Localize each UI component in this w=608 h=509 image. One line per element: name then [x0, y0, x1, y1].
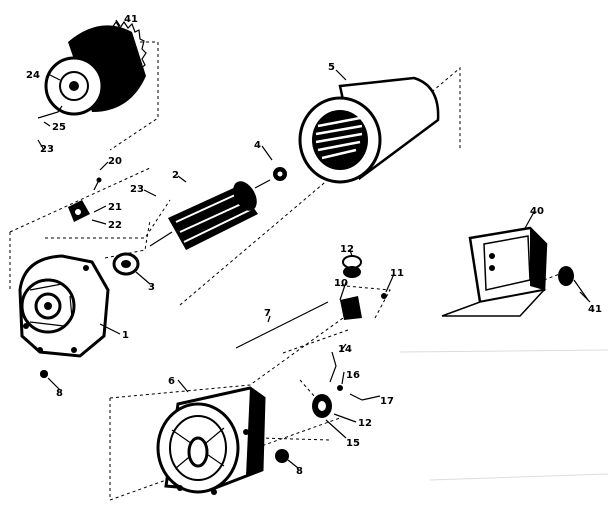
callout-5: 5 [328, 62, 335, 73]
solenoid-box [441, 226, 571, 317]
callout-4: 4 [254, 140, 261, 151]
rear-housing-assembly [37, 20, 147, 119]
callout-12-top: 12 [340, 244, 354, 255]
callout-8-right: 8 [296, 466, 303, 477]
callout-2: 2 [172, 170, 179, 181]
washer [273, 167, 287, 181]
drive-end-housing [156, 386, 266, 495]
callout-12-bottom: 12 [358, 418, 372, 429]
callout-23b: 23 [130, 184, 144, 195]
callout-10: 10 [334, 278, 348, 289]
callout-6: 6 [168, 376, 175, 387]
callout-21: 21 [108, 202, 122, 213]
callout-14: 14 [338, 344, 352, 355]
pinion-clutch [312, 351, 363, 418]
callout-25: 25 [52, 122, 66, 133]
callout-1: 1 [122, 330, 129, 341]
callout-3: 3 [148, 282, 155, 293]
callout-8-left: 8 [56, 388, 63, 399]
shift-lever-shaft [235, 301, 329, 349]
callout-17: 17 [380, 396, 394, 407]
solenoid-parts [340, 255, 387, 320]
callout-22: 22 [108, 220, 122, 231]
brush-bracket [68, 177, 102, 222]
leader-lines [37, 19, 591, 469]
callout-11: 11 [390, 268, 404, 279]
armature [149, 179, 271, 250]
callout-16: 16 [346, 370, 360, 381]
front-end-bell [18, 254, 110, 378]
callout-26: 41 [124, 14, 138, 25]
page-fold [399, 349, 608, 481]
callout-labels: 41 24 25 23 20 21 22 23 2 4 5 1 3 7 8 6 … [26, 14, 602, 477]
callout-23: 23 [40, 144, 54, 155]
bearing [112, 252, 140, 276]
callout-24: 24 [26, 70, 40, 81]
callout-41: 41 [588, 304, 602, 315]
field-frame [298, 76, 440, 184]
callout-40: 40 [530, 206, 544, 217]
callout-7: 7 [264, 308, 271, 319]
callout-20: 20 [108, 156, 122, 167]
callout-15: 15 [346, 438, 360, 449]
terminal-nut [558, 266, 589, 301]
screws [40, 370, 289, 463]
